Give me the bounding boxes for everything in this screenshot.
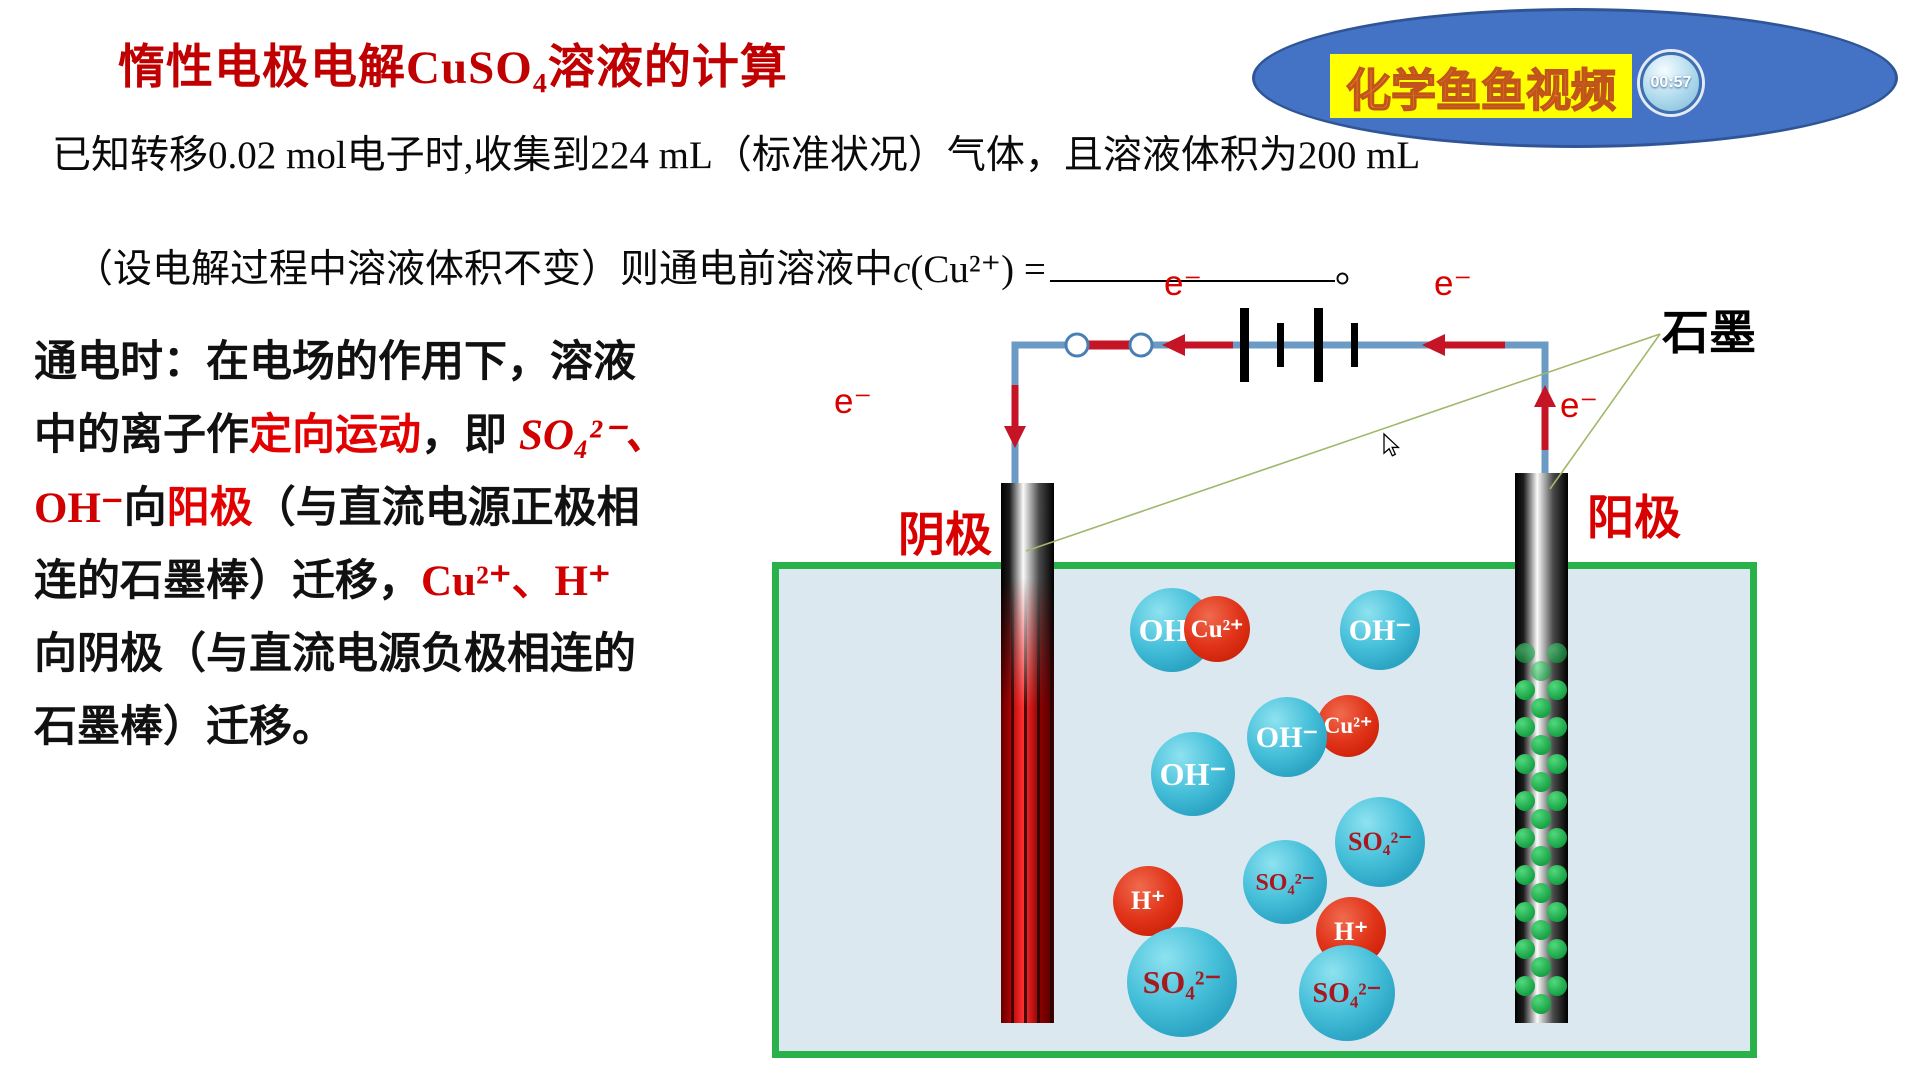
gas-bubble — [1515, 828, 1535, 848]
explanation-paragraph: 通电时：在电场的作用下，溶液中的离子作定向运动，即 SO₄²⁻、 OH⁻向阳极（与… — [34, 326, 668, 764]
explanation-line: 向阴极（与直流电源负极相连的 — [34, 630, 636, 678]
gas-bubble — [1515, 976, 1535, 996]
sentence-period: 。 — [1334, 248, 1374, 291]
channel-name: 化学鱼鱼视频 — [1345, 64, 1617, 117]
gas-bubble — [1547, 828, 1567, 848]
wire-right — [1152, 341, 1549, 473]
copper-deposit — [1001, 578, 1054, 1023]
anode-label: 阳极 — [1587, 491, 1681, 544]
problem-line-1: 已知转移0.02 mol电子时,收集到224 mL（标准状况）气体，且溶液体积为… — [52, 134, 1421, 177]
beaker — [772, 562, 1757, 1058]
gas-bubble — [1515, 717, 1535, 737]
gas-bubble — [1547, 976, 1567, 996]
explanation-line: OH⁻向阳极（与直流电源正极相 — [34, 484, 640, 532]
gas-bubble — [1515, 754, 1535, 774]
gas-bubble — [1531, 920, 1551, 940]
electron-label: e⁻ — [1560, 386, 1598, 425]
gas-bubble — [1547, 939, 1567, 959]
mouse-cursor — [1383, 432, 1401, 457]
timer-value: 00:57 — [1650, 74, 1692, 91]
channel-banner-plate: 化学鱼鱼视频 — [1330, 54, 1632, 118]
gas-bubble — [1515, 791, 1535, 811]
battery-symbol — [1240, 308, 1358, 382]
gas-bubble — [1531, 846, 1551, 866]
gas-bubble — [1531, 772, 1551, 792]
electron-label: e⁻ — [834, 382, 872, 421]
gas-bubble — [1531, 661, 1551, 681]
problem-line-2-text: （设电解过程中溶液体积不变）则通电前溶液中 — [74, 248, 894, 291]
switch-contact-left — [1064, 332, 1090, 358]
answer-blank — [1049, 243, 1335, 282]
gas-bubble — [1547, 865, 1567, 885]
gas-bubble — [1547, 680, 1567, 700]
gas-bubble — [1531, 994, 1551, 1014]
problem-line-2: （设电解过程中溶液体积不变）则通电前溶液中c(Cu²⁺) = 。 — [74, 238, 1374, 294]
gas-bubble — [1515, 680, 1535, 700]
explanation-line: 中的离子作定向运动，即 SO₄²⁻、 — [34, 411, 668, 459]
gas-bubble — [1547, 902, 1567, 922]
cathode-label: 阴极 — [898, 508, 992, 561]
gas-bubble — [1531, 809, 1551, 829]
electron-label: e⁻ — [1164, 264, 1202, 303]
anode-rod — [1515, 473, 1568, 1023]
electron-label: e⁻ — [1434, 264, 1472, 303]
gas-bubble — [1515, 865, 1535, 885]
gas-bubble — [1515, 643, 1535, 663]
concentration-variable: c — [893, 248, 911, 291]
explanation-line: 石墨棒）迁移。 — [34, 703, 335, 751]
gas-bubble — [1515, 939, 1535, 959]
switch-contact-right — [1128, 332, 1154, 358]
gas-bubble — [1547, 791, 1567, 811]
electron-flow-arrows — [1004, 334, 1556, 450]
gas-bubble — [1515, 902, 1535, 922]
explanation-line: 连的石墨棒）迁移，Cu²⁺、H⁺ — [34, 557, 611, 605]
wire-left — [1011, 341, 1066, 483]
gas-bubble — [1531, 883, 1551, 903]
gas-bubble — [1531, 698, 1551, 718]
video-timer: 00:57 — [1640, 52, 1702, 114]
gas-bubble — [1547, 717, 1567, 737]
explanation-line: 通电时：在电场的作用下，溶液 — [34, 338, 636, 386]
gas-bubble — [1531, 957, 1551, 977]
page-title: 惰性电极电解CuSO₄溶液的计算 — [118, 40, 788, 94]
cathode-rod — [1001, 483, 1054, 1023]
gas-bubble — [1531, 735, 1551, 755]
gas-bubble — [1547, 643, 1567, 663]
gas-bubble — [1547, 754, 1567, 774]
graphite-label: 石墨 — [1662, 306, 1756, 359]
cu-formula: (Cu²⁺) = — [910, 248, 1046, 291]
